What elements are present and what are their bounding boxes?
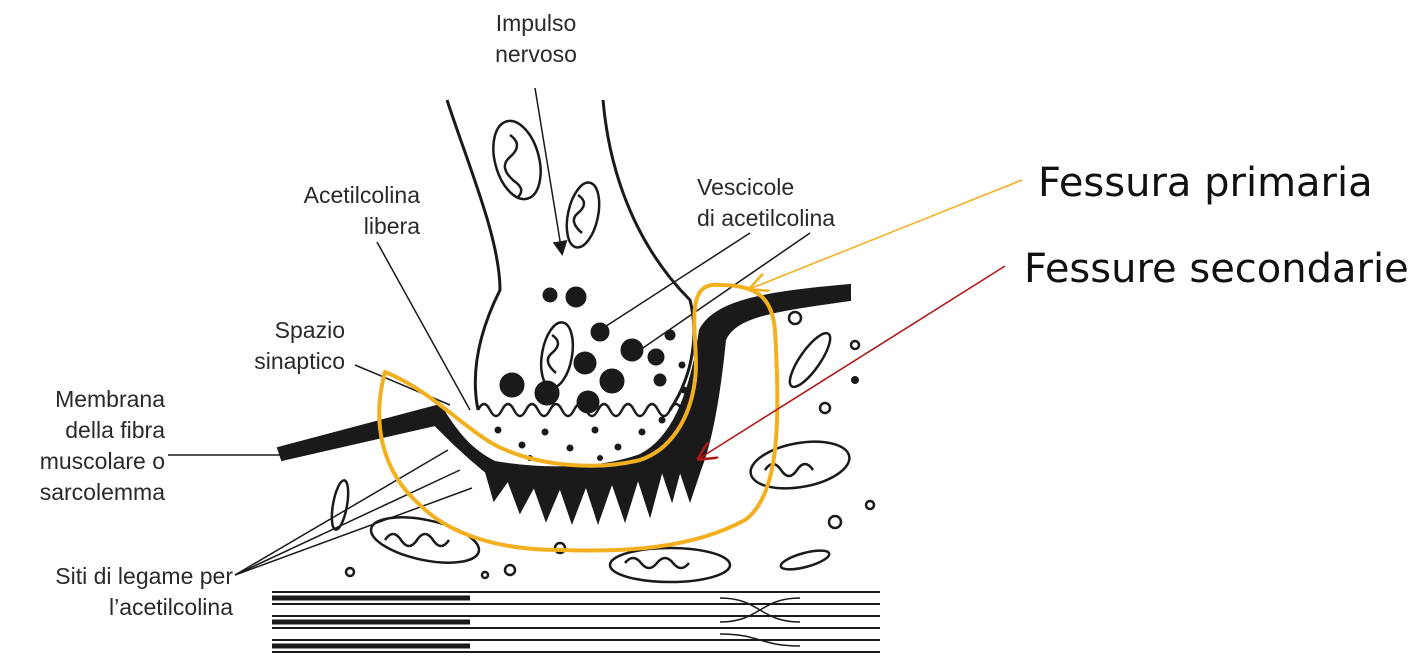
secondary-cleft-arrow bbox=[700, 266, 1005, 458]
muscle-mitochondria bbox=[329, 312, 874, 582]
annotation-fessure-secondarie: Fessure secondarie bbox=[1024, 246, 1409, 292]
fibre-granule bbox=[851, 376, 859, 384]
myofibrils bbox=[272, 592, 880, 652]
terminal-mitochondria bbox=[485, 116, 604, 390]
annotation-fessura-primaria: Fessura primaria bbox=[1038, 160, 1373, 206]
acetylcholine-vesicles bbox=[500, 287, 675, 413]
